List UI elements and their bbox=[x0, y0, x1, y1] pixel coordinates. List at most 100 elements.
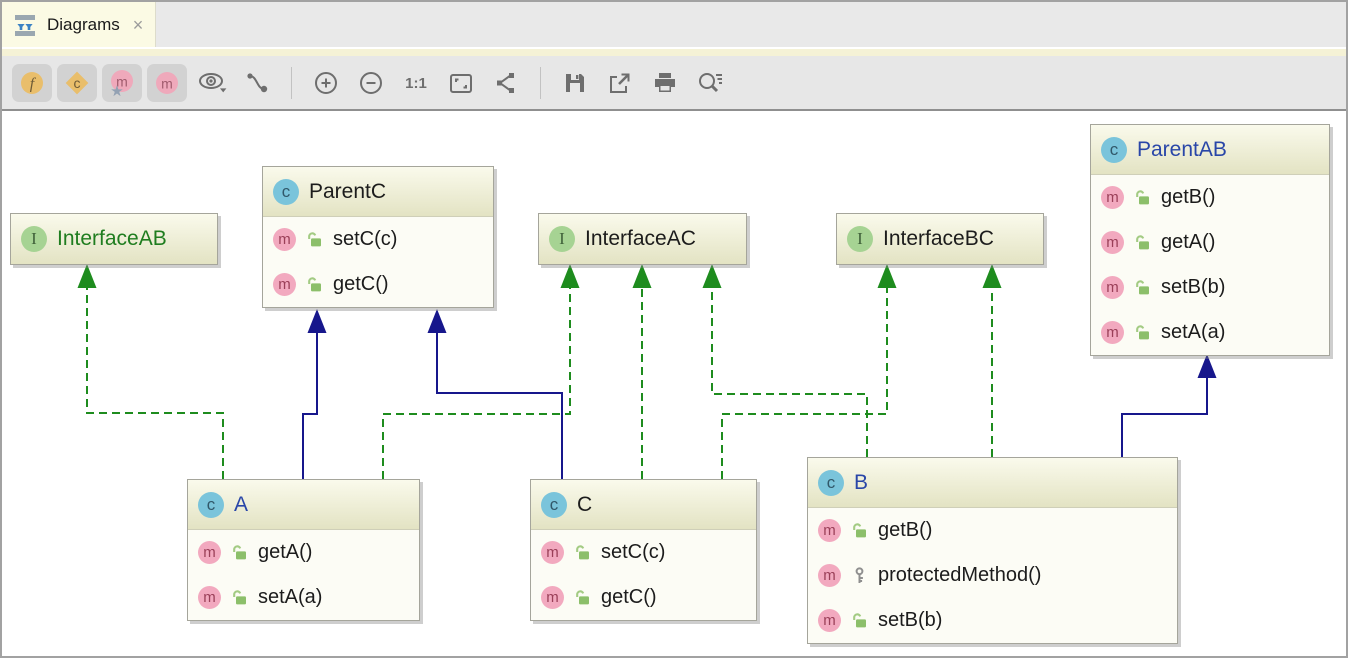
save-diagram-icon bbox=[562, 70, 588, 96]
method-row-setAa[interactable]: m setA(a) bbox=[188, 575, 419, 620]
public-lock-icon bbox=[1134, 189, 1151, 206]
print-icon bbox=[652, 70, 678, 96]
public-lock-icon bbox=[574, 544, 591, 561]
find-button[interactable] bbox=[690, 64, 730, 102]
method-label: getB() bbox=[1161, 186, 1216, 208]
actual-size-icon: 1:1 bbox=[402, 72, 430, 94]
method-row-getA[interactable]: m getA() bbox=[188, 530, 419, 575]
public-lock-icon bbox=[851, 612, 868, 629]
public-lock-icon bbox=[1134, 234, 1151, 251]
implements-edge-B-InterfaceAC[interactable] bbox=[711, 288, 868, 457]
public-lock-icon bbox=[306, 276, 323, 293]
method-row-getB[interactable]: m getB() bbox=[1091, 175, 1329, 220]
extends-arrowhead bbox=[427, 309, 447, 333]
method-label: setA(a) bbox=[258, 586, 323, 608]
method-icon: m bbox=[1101, 321, 1124, 344]
interface-icon: I bbox=[847, 226, 873, 252]
method-icon: m bbox=[1101, 186, 1124, 209]
method-icon: m bbox=[198, 586, 221, 609]
method-icon: m bbox=[541, 541, 564, 564]
public-lock-icon bbox=[1134, 324, 1151, 341]
visibility-level-icon bbox=[196, 70, 228, 96]
method-icon: m bbox=[541, 586, 564, 609]
svg-text:m: m bbox=[116, 73, 128, 89]
method-icon: m bbox=[818, 564, 841, 587]
method-icon: m bbox=[198, 541, 221, 564]
constants-toggle-icon: c bbox=[63, 69, 91, 97]
actual-size-button[interactable]: 1:1 bbox=[396, 64, 436, 102]
close-icon[interactable]: × bbox=[132, 14, 144, 35]
method-label: setB(b) bbox=[878, 609, 943, 631]
method-label: setB(b) bbox=[1161, 276, 1226, 298]
save-diagram-button[interactable] bbox=[555, 64, 595, 102]
zoom-in-button[interactable] bbox=[306, 64, 346, 102]
public-lock-icon bbox=[306, 231, 323, 248]
find-icon bbox=[696, 70, 724, 96]
method-icon: m bbox=[818, 519, 841, 542]
method-label: getA() bbox=[258, 541, 313, 563]
method-label: getA() bbox=[1161, 231, 1216, 253]
method-row-setAa[interactable]: m setA(a) bbox=[1091, 310, 1329, 355]
show-dependencies-button[interactable] bbox=[237, 64, 277, 102]
zoom-out-button[interactable] bbox=[351, 64, 391, 102]
properties-toggle-button[interactable]: m★ bbox=[102, 63, 142, 102]
tab-strip-accent bbox=[2, 49, 1346, 56]
constants-toggle-button[interactable]: c bbox=[57, 63, 97, 102]
svg-text:1:1: 1:1 bbox=[405, 75, 427, 92]
implements-edge-A-InterfaceAC[interactable] bbox=[382, 288, 571, 479]
class-icon: c bbox=[198, 491, 224, 518]
visibility-level-button[interactable] bbox=[192, 64, 232, 102]
extends-edge-A-ParentC[interactable] bbox=[302, 333, 318, 479]
implements-arrowhead bbox=[560, 264, 580, 288]
fields-toggle-button[interactable]: f bbox=[12, 63, 52, 102]
extends-edge-C-ParentC[interactable] bbox=[436, 333, 563, 479]
methods-toggle-button[interactable]: m bbox=[147, 63, 187, 102]
implements-arrowhead bbox=[982, 264, 1002, 288]
apply-layout-icon bbox=[493, 70, 519, 96]
properties-toggle-icon: m★ bbox=[107, 68, 137, 98]
implements-edge-A-InterfaceAB[interactable] bbox=[86, 288, 224, 479]
tab-title: Diagrams bbox=[47, 14, 120, 34]
method-label: setA(a) bbox=[1161, 321, 1226, 343]
method-row-getA[interactable]: m getA() bbox=[1091, 220, 1329, 265]
toolbar-separator bbox=[291, 66, 292, 99]
extends-edge-B-ParentAB[interactable] bbox=[1121, 378, 1208, 457]
node-title: InterfaceAB bbox=[57, 227, 167, 250]
method-icon: m bbox=[1101, 231, 1124, 254]
apply-layout-button[interactable] bbox=[486, 64, 526, 102]
fit-content-button[interactable] bbox=[441, 64, 481, 102]
implements-edge-C-InterfaceBC[interactable] bbox=[721, 288, 888, 479]
method-label: setC(c) bbox=[333, 228, 398, 250]
tab-diagrams[interactable]: Diagrams × bbox=[2, 2, 157, 47]
print-button[interactable] bbox=[645, 64, 685, 102]
fit-content-icon bbox=[448, 70, 474, 96]
public-lock-icon bbox=[231, 544, 248, 561]
export-diagram-button[interactable] bbox=[600, 64, 640, 102]
